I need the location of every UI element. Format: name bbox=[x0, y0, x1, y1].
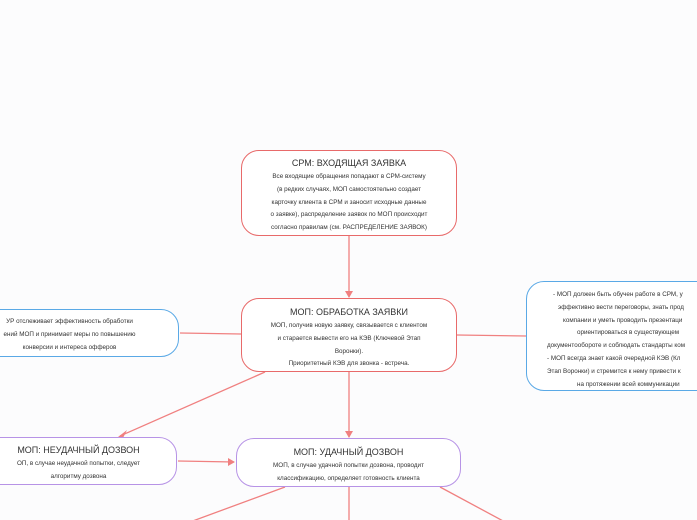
arrow-head-failed-success bbox=[228, 458, 235, 466]
node-line: УР отслеживает эффективность обработки bbox=[6, 318, 133, 325]
link-success-child-left bbox=[193, 486, 286, 520]
node-line: конверсии и интереса офферов bbox=[22, 343, 117, 351]
node-body: УР отслеживает эффективность обработки е… bbox=[0, 316, 164, 354]
node-line: ОП, в случае неудачной попытки, следует bbox=[16, 460, 141, 467]
arrow-head-failed bbox=[118, 430, 127, 438]
link-processing-failed bbox=[119, 371, 266, 437]
node-body: Все входящие обращения попадают в СРМ-си… bbox=[252, 171, 446, 235]
node-line: ений МОП и принимает меры по повышению bbox=[3, 330, 136, 338]
node-line: - МОП всегда знает какой очередной КЭВ (… bbox=[547, 354, 681, 362]
node-successful-call[interactable]: МОП: УДАЧНЫЙ ДОЗВОН МОП, в случае удачно… bbox=[236, 438, 461, 487]
node-line: и старается вывести его на КЭВ (Ключевой… bbox=[277, 334, 421, 342]
node-title: СРМ: ВХОДЯЩАЯ ЗАЯВКА bbox=[291, 158, 407, 168]
node-line: МОП, получив новую заявку, связывается с… bbox=[270, 322, 428, 329]
node-line: - МОП должен быть обучен работе в СРМ, у bbox=[553, 291, 683, 298]
node-title: МОП: НЕУДАЧНЫЙ ДОЗВОН bbox=[17, 445, 140, 455]
link-processing-right-info bbox=[456, 334, 527, 337]
node-line: ориентироваться в существующем bbox=[577, 329, 680, 337]
node-line: (в редких случаях, МОП самостоятельно со… bbox=[276, 185, 422, 193]
node-line: карточку клиента в СРМ и заносит исходны… bbox=[271, 198, 427, 206]
node-body: - МОП должен быть обучен работе в СРМ, у… bbox=[533, 289, 697, 391]
node-processing[interactable]: МОП: ОБРАБОТКА ЗАЯВКИ МОП, получив новую… bbox=[241, 298, 457, 372]
node-failed-call[interactable]: МОП: НЕУДАЧНЫЙ ДОЗВОН ОП, в случае неуда… bbox=[0, 437, 177, 485]
link-failed-success bbox=[177, 460, 235, 463]
node-body: МОП, в случае удачной попытки дозвона, п… bbox=[247, 460, 450, 486]
node-incoming-request[interactable]: СРМ: ВХОДЯЩАЯ ЗАЯВКА Все входящие обраще… bbox=[241, 150, 457, 236]
node-line: Этап Воронки) и стремится к нему привест… bbox=[547, 367, 681, 375]
link-success-child-right bbox=[439, 486, 503, 520]
arrow-head-processing bbox=[345, 291, 353, 298]
node-line: Воронки). bbox=[334, 347, 364, 355]
node-line: о заявке), распределение заявок по МОП п… bbox=[270, 211, 428, 219]
node-line: на протяжении всей коммуникации bbox=[577, 380, 680, 388]
node-line: компании и уметь проводить презентаци bbox=[563, 316, 683, 324]
node-line: Приоритетный КЭВ для звонка - встреча. bbox=[288, 360, 410, 368]
link-processing-left-info bbox=[179, 332, 242, 335]
node-line: алгоритму дозвона bbox=[50, 472, 107, 480]
node-body: МОП, получив новую заявку, связывается с… bbox=[252, 320, 446, 371]
node-line: МОП, в случае удачной попытки дозвона, п… bbox=[273, 462, 424, 469]
node-title: МОП: УДАЧНЫЙ ДОЗВОН bbox=[293, 447, 404, 457]
node-line: классификацию, определяет готовность кли… bbox=[277, 474, 420, 482]
node-line: эффективно вести переговоры, знать прод bbox=[558, 303, 684, 311]
node-body: ОП, в случае неудачной попытки, следует … bbox=[0, 458, 166, 484]
node-line: Все входящие обращения попадают в СРМ-си… bbox=[272, 173, 426, 180]
node-line: согласно правилам (см. РАСПРЕДЕЛЕНИЕ ЗАЯ… bbox=[271, 224, 427, 232]
node-left-info[interactable]: УР отслеживает эффективность обработки е… bbox=[0, 309, 179, 357]
node-right-info[interactable]: - МОП должен быть обучен работе в СРМ, у… bbox=[526, 281, 697, 391]
node-title: МОП: ОБРАБОТКА ЗАЯВКИ bbox=[290, 307, 408, 317]
arrow-head-success bbox=[345, 431, 353, 438]
node-line: документообороте и соблюдать стандарты к… bbox=[547, 342, 686, 350]
